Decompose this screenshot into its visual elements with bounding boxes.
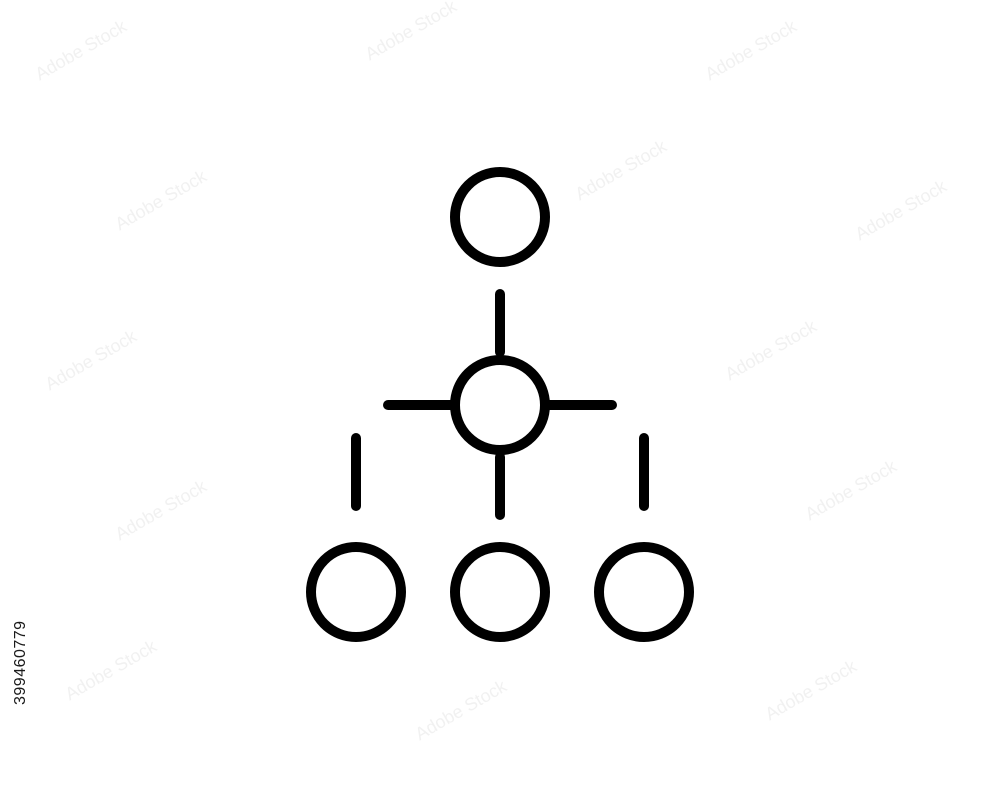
top-node-circle: [450, 167, 550, 267]
bottom-right-node-circle: [594, 542, 694, 642]
bottom-left-node-circle: [306, 542, 406, 642]
stock-id-label: 399460779: [12, 620, 29, 705]
bottom-center-node-circle: [450, 542, 550, 642]
middle-node-circle: [450, 355, 550, 455]
